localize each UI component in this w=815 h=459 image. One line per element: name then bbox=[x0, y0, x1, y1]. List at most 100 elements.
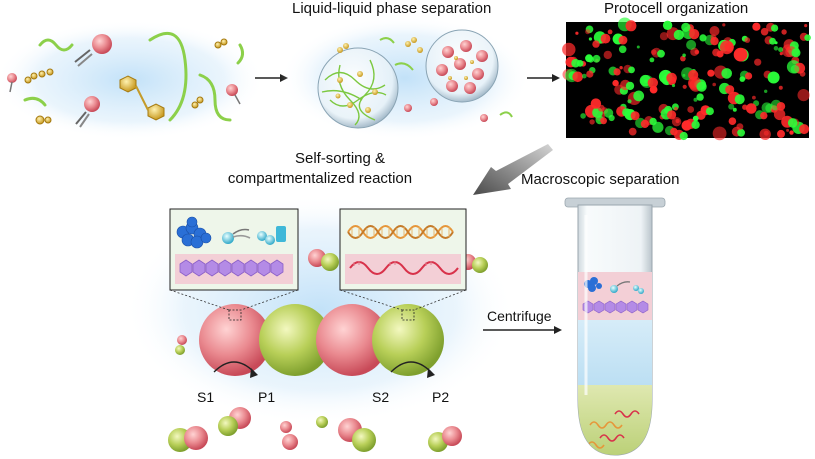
fluor-speckle bbox=[618, 45, 627, 54]
fluor-speckle bbox=[694, 49, 700, 55]
fluor-speckle bbox=[707, 69, 715, 77]
fluor-speckle bbox=[745, 72, 753, 80]
arrow-right-icon bbox=[527, 74, 560, 82]
centrifuge-label: Centrifuge bbox=[487, 308, 552, 324]
fluor-speckle bbox=[709, 26, 720, 36]
fluor-speckle bbox=[618, 35, 628, 45]
purple-chain-icon bbox=[179, 259, 284, 277]
coacervate-network-icon bbox=[321, 59, 387, 126]
fluor-speckle bbox=[804, 24, 808, 28]
fluor-speckle bbox=[744, 37, 751, 43]
fluorescence-micrograph bbox=[562, 17, 811, 141]
fluor-speckle bbox=[681, 22, 691, 32]
fluor-speckle bbox=[787, 118, 798, 128]
fluor-speckle bbox=[752, 95, 756, 100]
reaction-arrow-icon bbox=[250, 368, 258, 378]
fluor-speckle bbox=[581, 73, 587, 79]
fluor-speckle bbox=[562, 42, 576, 57]
amphiphile-pink-icon bbox=[7, 34, 241, 128]
rna-icon bbox=[349, 261, 459, 275]
fluor-speckle bbox=[734, 94, 745, 105]
fluor-speckle bbox=[619, 66, 623, 70]
fluor-speckle bbox=[693, 97, 698, 102]
zoom-lines bbox=[169, 289, 467, 311]
fluor-speckle bbox=[679, 131, 688, 141]
fluor-speckle bbox=[696, 81, 707, 92]
product-p2-label: P2 bbox=[432, 389, 450, 405]
pink-droplet bbox=[199, 304, 271, 376]
fluor-speckle bbox=[592, 40, 600, 48]
fluor-speckle bbox=[674, 106, 678, 111]
fluor-speckle bbox=[791, 48, 801, 58]
fluor-speckle bbox=[585, 29, 591, 35]
fluor-speckle bbox=[799, 124, 810, 135]
fluor-speckle bbox=[588, 37, 593, 41]
fluor-speckle bbox=[657, 49, 665, 58]
panel-free-components bbox=[0, 20, 265, 140]
fluor-speckle bbox=[736, 123, 744, 130]
fluor-speckle bbox=[746, 103, 757, 114]
fluor-speckle bbox=[779, 52, 783, 56]
fluor-speckle bbox=[673, 29, 684, 40]
fluor-speckle bbox=[600, 33, 611, 44]
inset-protein-amphiphile bbox=[169, 208, 299, 291]
llps-title: Liquid-liquid phase separation bbox=[292, 0, 492, 17]
fluor-speckle bbox=[696, 93, 704, 101]
fluor-speckle bbox=[710, 34, 717, 41]
fluor-speckle bbox=[628, 66, 635, 74]
fluor-speckle bbox=[630, 111, 640, 121]
fluor-speckle bbox=[771, 24, 779, 32]
fluor-speckle bbox=[725, 85, 735, 95]
fluor-speckle bbox=[763, 130, 769, 136]
fluor-speckle bbox=[659, 32, 669, 41]
fluor-speckle bbox=[777, 129, 785, 138]
fluor-speckle bbox=[773, 108, 786, 121]
reaction-arrow-icon bbox=[427, 368, 435, 378]
fluor-speckle bbox=[790, 64, 800, 74]
big-arrow-icon bbox=[473, 144, 553, 195]
small-droplet-icon bbox=[168, 249, 488, 452]
fluor-speckle bbox=[625, 20, 637, 32]
fluor-speckle bbox=[607, 29, 613, 35]
fluor-speckle bbox=[603, 50, 612, 60]
fluor-speckle bbox=[612, 79, 619, 87]
fluor-speckle bbox=[636, 45, 640, 49]
fluor-speckle bbox=[580, 113, 586, 119]
fluor-speckle bbox=[778, 47, 784, 53]
fluor-speckle bbox=[773, 46, 779, 51]
substrate-s2-label: S2 bbox=[372, 389, 390, 405]
fluor-speckle bbox=[754, 58, 762, 66]
fluor-speckle bbox=[778, 85, 783, 90]
substrate-s1-label: S1 bbox=[197, 389, 215, 405]
fluor-speckle bbox=[671, 83, 676, 88]
fluor-speckle bbox=[572, 71, 583, 83]
fluor-speckle bbox=[752, 22, 761, 31]
fluor-speckle bbox=[712, 126, 727, 141]
fluor-speckle bbox=[625, 81, 635, 91]
fluor-speckle bbox=[686, 39, 697, 50]
amphiphile-cyan-icon bbox=[222, 228, 251, 244]
bottom-phase-layer bbox=[578, 385, 652, 455]
fluor-speckle bbox=[628, 127, 637, 136]
fluor-speckle bbox=[761, 102, 773, 113]
fluor-speckle bbox=[733, 47, 748, 62]
fluor-speckle bbox=[687, 106, 695, 113]
fluor-speckle bbox=[789, 130, 794, 135]
fluor-speckle bbox=[804, 34, 811, 41]
self-sorting-title-line2: compartmentalized reaction bbox=[227, 170, 413, 187]
fluor-speckle bbox=[705, 107, 714, 116]
fluor-speckle bbox=[712, 82, 716, 87]
protocell-title: Protocell organization bbox=[604, 0, 749, 17]
fluor-speckle bbox=[728, 103, 735, 110]
fluor-speckle bbox=[781, 29, 787, 35]
fluor-speckle bbox=[600, 117, 607, 125]
product-p1-label: P1 bbox=[258, 389, 276, 405]
arrow-right-icon bbox=[483, 326, 562, 334]
fluor-speckle bbox=[691, 120, 700, 129]
aromatic-molecule-icon bbox=[24, 38, 228, 125]
fluor-speckle bbox=[666, 72, 677, 84]
centrifuge-tube bbox=[564, 197, 666, 456]
fluor-speckle bbox=[682, 53, 686, 58]
fluor-speckle bbox=[667, 110, 677, 120]
